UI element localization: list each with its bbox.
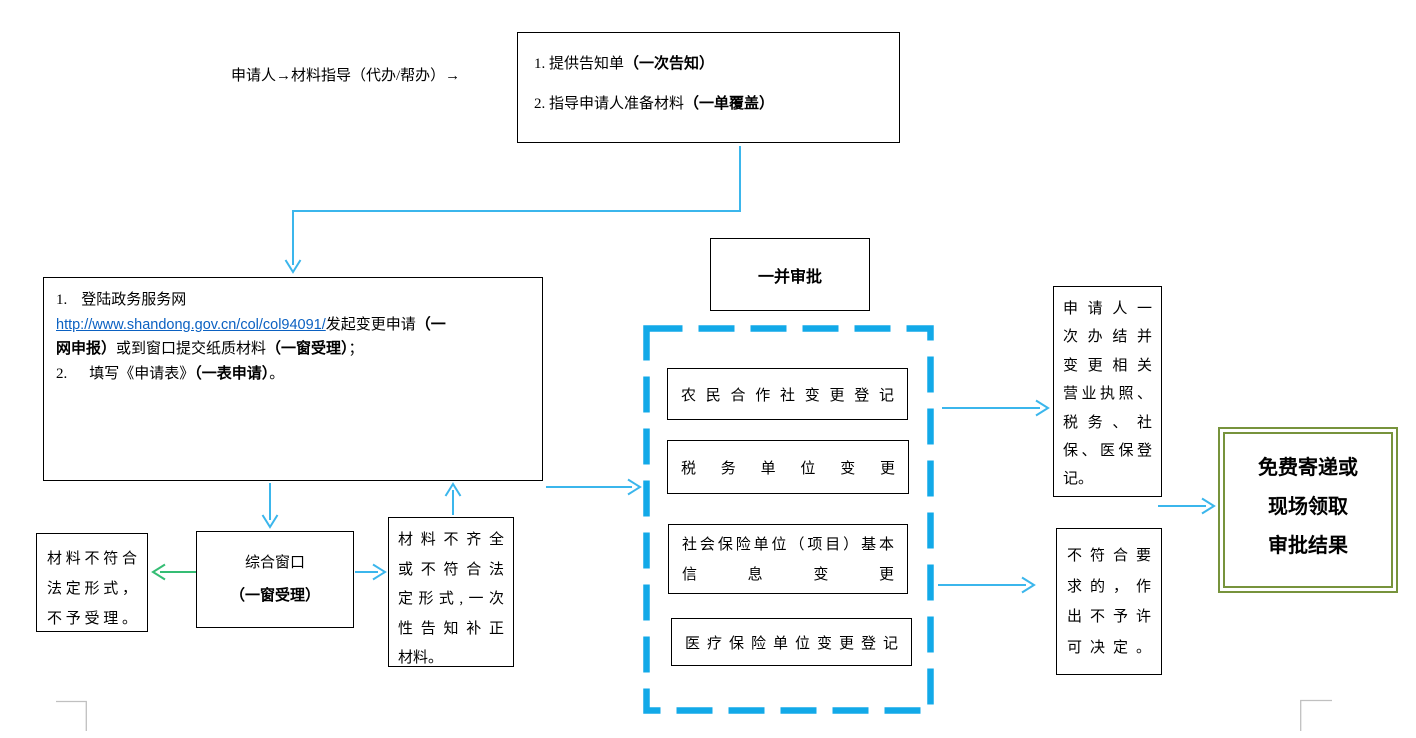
arrowhead-right-supplement [372,563,387,581]
reject-box: 材料不符合 法定形式， 不予受理。 [36,533,148,632]
reject-line: 法定形式， [47,581,137,597]
supplement-line: 定形式,一次 [398,591,504,607]
final-result-line: 现场领取 [1268,496,1348,518]
arrowhead-right-batch [627,478,642,496]
notice-line-1: 1. 提供告知单（一次告知） [534,56,715,72]
result-line: 记。 [1063,471,1094,488]
arrowhead-right-final [1201,497,1216,515]
notice-line-2-bold: （一单覆盖） [684,96,775,112]
result-line: 保、医保登 [1063,443,1152,460]
supplement-box: 材料不齐全 或不符合法 定形式,一次 性告知补正 材料。 [388,517,514,667]
deny-box: 不符合要 求的，作 出不予许 可决定。 [1056,528,1162,675]
notice-line-1-bold: （一次告知） [624,56,715,72]
arrowhead-right-result [1035,399,1050,417]
applicant-guide-label: 申请人→材料指导（代办/帮办）→ [231,68,461,84]
portal-box: 1.登陆政务服务网 http://www.shandong.gov.cn/col… [43,277,543,481]
arrowhead-up-portal [444,482,462,497]
page-corner-mark-left [56,700,87,731]
supplement-line: 性告知补正 [398,620,504,637]
social-insurance-line-1: 社会保险单位（项目）基本 [682,537,894,553]
social-insurance-change-box: 社会保险单位（项目）基本 信息变更 [668,524,908,594]
portal-line-1: 1.登陆政务服务网 [56,292,187,308]
notice-line-2: 2. 指导申请人准备材料（一单覆盖） [534,96,775,112]
final-result-line: 审批结果 [1268,535,1348,557]
deny-line: 可决定。 [1067,639,1151,656]
elbow-connector-top [292,146,741,265]
result-line: 申请人一 [1063,301,1152,317]
deny-line: 求的，作 [1067,578,1151,595]
portal-line-3: 网申报）或到窗口提交纸质材料（一窗受理）； [56,341,364,357]
coop-change-label: 农民合作社变更登记 [681,388,894,404]
arrowhead-down-portal [284,259,302,274]
final-result-line: 免费寄递或 [1258,457,1358,479]
joint-approval-label: 一并审批 [757,268,822,286]
deny-line: 出不予许 [1067,609,1151,625]
supplement-line: 材料。 [398,650,444,666]
notice-box: 1. 提供告知单（一次告知） 2. 指导申请人准备材料（一单覆盖） [517,32,900,143]
portal-line-4: 2.填写《申请表》（一表申请）。 [56,365,285,382]
tax-change-box: 税务单位变更 [667,440,909,494]
reject-line: 不予受理。 [47,611,137,627]
medical-insurance-change-box: 医疗保险单位变更登记 [671,618,912,666]
portal-item-1-number: 1. [56,292,68,308]
window-box-subtitle: （一窗受理） [229,588,320,604]
medical-insurance-label: 医疗保险单位变更登记 [685,636,898,652]
result-box: 申请人一 次办结并 变更相关 营业执照、 税务、社 保、医保登 记。 [1053,286,1162,497]
deny-line: 不符合要 [1067,548,1151,564]
portal-line-2: http://www.shandong.gov.cn/col/col94091/… [56,316,446,333]
result-line: 税务、社 [1063,414,1152,431]
page-corner-mark-right [1300,699,1332,731]
supplement-line: 材料不齐全 [398,532,504,548]
result-line: 营业执照、 [1063,386,1152,403]
social-insurance-line-2: 信息变更 [682,567,894,583]
comprehensive-window-box: 综合窗口 （一窗受理） [196,531,354,628]
result-line: 变更相关 [1063,357,1152,374]
arrowhead-right-deny [1021,576,1036,594]
arrowhead-down-window [261,514,279,529]
tax-change-label: 税务单位变更 [681,461,895,477]
service-url-link[interactable]: http://www.shandong.gov.cn/col/col94091/ [56,316,326,333]
joint-approval-label-box: 一并审批 [710,238,870,311]
final-result-box: 免费寄递或 现场领取 审批结果 [1218,427,1398,593]
portal-item-2-number: 2. [56,365,68,382]
reject-line: 材料不符合 [47,551,137,567]
coop-change-box: 农民合作社变更登记 [667,368,908,420]
arrowhead-left-reject [151,563,166,581]
window-box-title: 综合窗口 [244,555,305,571]
result-line: 次办结并 [1063,329,1152,346]
supplement-line: 或不符合法 [398,561,504,578]
